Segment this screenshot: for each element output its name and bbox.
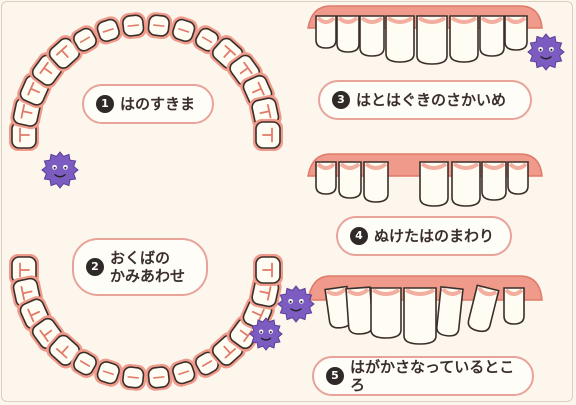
- germ-pupil: [260, 331, 262, 333]
- step-2-label-line-2: かみあわせ: [110, 267, 185, 285]
- front-tooth-crown: [404, 288, 436, 344]
- upper-dental-arch: [9, 11, 284, 151]
- purple-germ-icon: [528, 34, 564, 70]
- step-1-bubble: 1 はのすきま: [82, 84, 214, 124]
- front-tooth: [316, 16, 336, 48]
- tooth-groove: [154, 25, 164, 26]
- germ-body: [528, 34, 564, 70]
- step-4-number: 4: [350, 227, 368, 245]
- front-tooth: [508, 162, 528, 194]
- step-3-number: 3: [332, 91, 350, 109]
- germ-body: [278, 286, 314, 322]
- germ-pupil: [64, 167, 66, 169]
- front-tooth: [436, 287, 463, 337]
- front-tooth: [450, 16, 478, 62]
- front-tooth: [360, 16, 384, 56]
- step-5-number: 5: [326, 367, 344, 385]
- front-teeth-missing-tooth: [308, 154, 542, 206]
- step-2-bubble: 2 おくばの かみあわせ: [72, 238, 208, 296]
- front-tooth: [504, 288, 524, 324]
- step-1-label: はのすきま: [120, 95, 195, 113]
- front-tooth: [371, 288, 401, 338]
- tooth-groove: [128, 25, 138, 26]
- front-tooth: [364, 162, 388, 202]
- front-tooth: [452, 162, 480, 206]
- front-tooth: [337, 16, 359, 52]
- germ-pupil: [290, 301, 292, 303]
- front-tooth: [316, 162, 336, 194]
- step-5-bubble: 5 はがかさなっているところ: [312, 356, 534, 396]
- tooth-groove: [154, 377, 164, 378]
- step-2-label-line-1: おくばの: [110, 249, 185, 267]
- tooth: [253, 119, 283, 151]
- germ-body: [42, 152, 78, 188]
- tooth: [145, 11, 174, 40]
- tooth: [145, 363, 174, 392]
- front-teeth-gumline: [308, 6, 542, 64]
- tooth: [119, 363, 148, 392]
- front-teeth-overlapping: [308, 276, 542, 344]
- tooth: [119, 11, 148, 40]
- germ-pupil: [270, 331, 272, 333]
- front-tooth: [346, 287, 373, 335]
- step-1-number: 1: [96, 95, 114, 113]
- front-tooth: [386, 16, 414, 62]
- step-5-label: はがかさなっているところ: [350, 358, 520, 394]
- front-tooth: [420, 162, 448, 206]
- front-tooth: [339, 162, 361, 198]
- step-3-bubble: 3 はとはぐきのさかいめ: [318, 80, 532, 120]
- tooth: [253, 254, 283, 286]
- step-4-bubble: 4 ぬけたはのまわり: [336, 216, 512, 256]
- step-3-label: はとはぐきのさかいめ: [356, 91, 506, 109]
- germ-pupil: [300, 301, 302, 303]
- step-4-label: ぬけたはのまわり: [374, 227, 494, 245]
- germ-pupil: [550, 49, 552, 51]
- tooth-groove: [128, 377, 138, 378]
- front-tooth: [417, 16, 447, 64]
- purple-germ-icon: [278, 286, 314, 322]
- purple-germ-icon: [42, 152, 78, 188]
- step-2-number: 2: [86, 258, 104, 276]
- front-tooth: [505, 16, 527, 50]
- front-tooth: [480, 16, 504, 56]
- germ-pupil: [54, 167, 56, 169]
- front-tooth: [404, 288, 436, 344]
- germ-pupil: [540, 49, 542, 51]
- front-tooth: [482, 162, 506, 200]
